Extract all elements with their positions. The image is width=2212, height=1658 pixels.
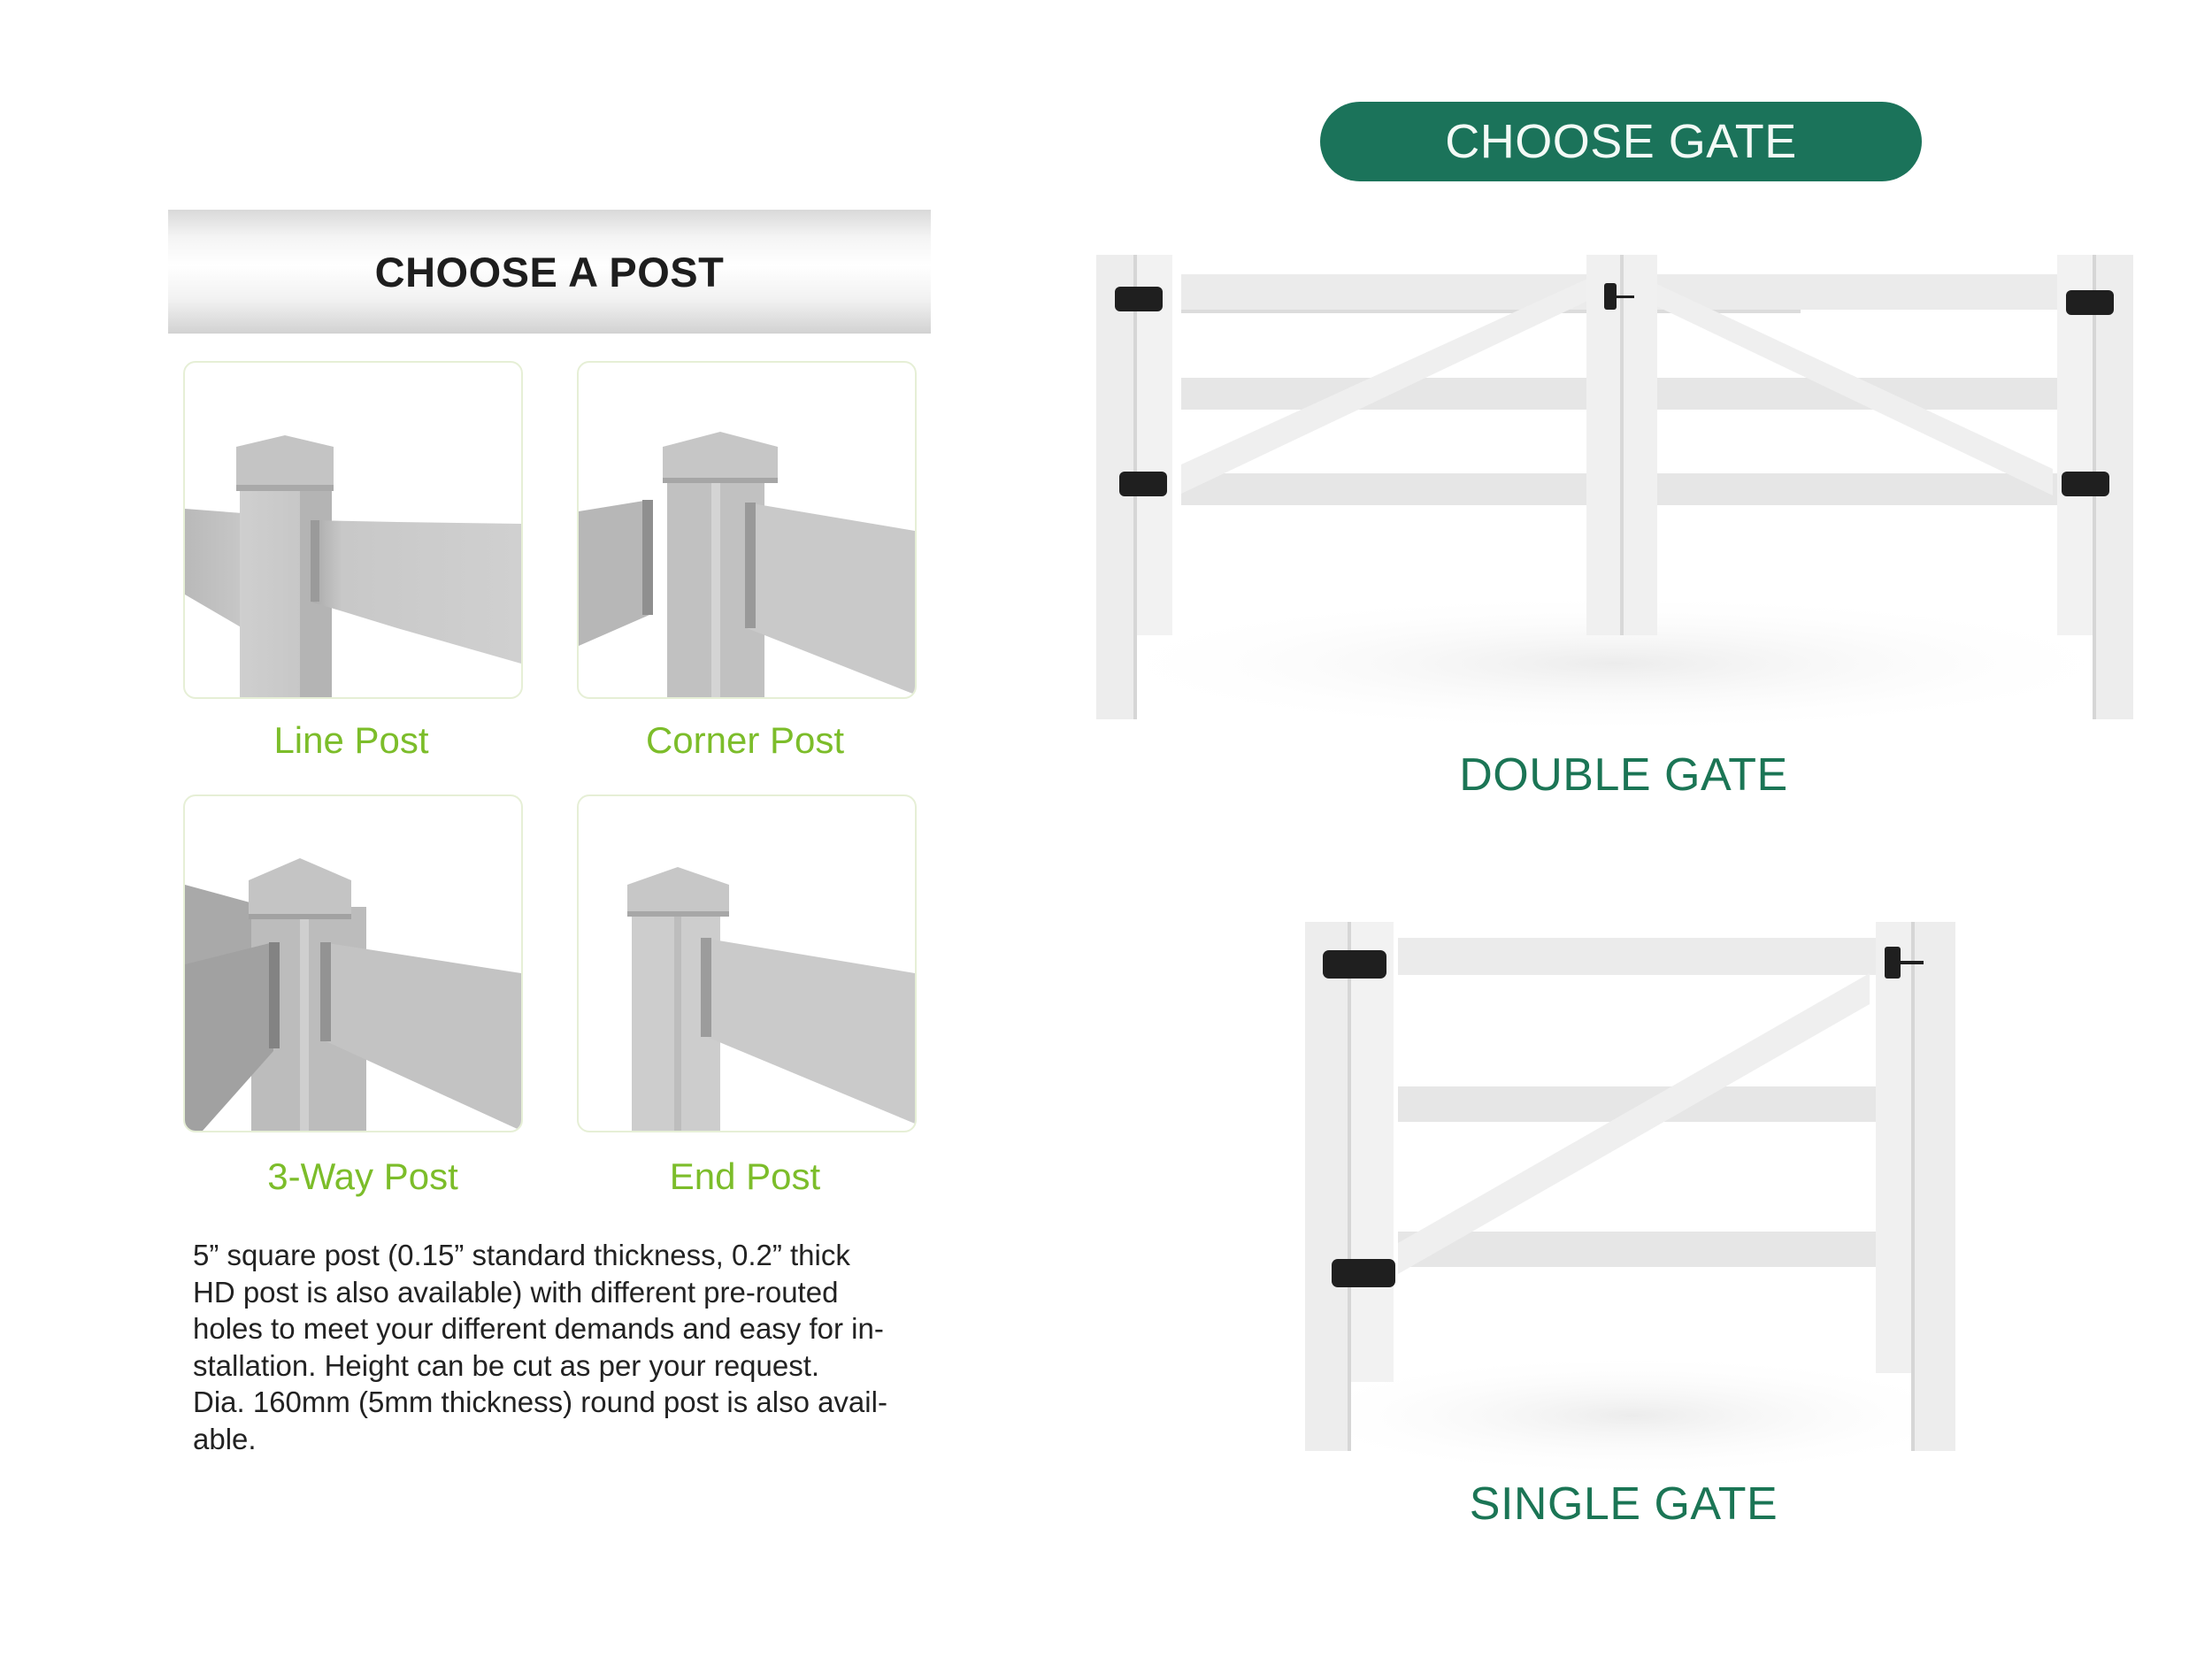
double-gate-card[interactable] bbox=[1093, 248, 2137, 743]
corner-post-card[interactable] bbox=[577, 361, 917, 699]
line-post-image bbox=[185, 435, 521, 697]
choose-gate-header: CHOOSE GATE bbox=[1320, 102, 1922, 181]
double-gate-label[interactable]: DOUBLE GATE bbox=[1459, 749, 1788, 801]
choose-post-title: CHOOSE A POST bbox=[374, 248, 725, 296]
hinge-icon bbox=[1332, 1259, 1395, 1287]
line-post-label[interactable]: Line Post bbox=[273, 719, 429, 761]
description-line: Dia. 160mm (5mm thickness) round post is… bbox=[193, 1386, 887, 1418]
hinge-icon bbox=[1323, 950, 1386, 979]
end-post-card[interactable] bbox=[577, 794, 917, 1132]
description-line: able. bbox=[193, 1422, 257, 1455]
choose-gate-title: CHOOSE GATE bbox=[1445, 115, 1797, 168]
post-description: 5” square post (0.15” standard thickness… bbox=[193, 1237, 954, 1457]
description-line: holes to meet your different demands and… bbox=[193, 1312, 884, 1345]
description-line: stallation. Height can be cut as per you… bbox=[193, 1348, 820, 1382]
description-line: HD post is also available) with differen… bbox=[193, 1275, 839, 1309]
latch-icon bbox=[1885, 947, 1901, 979]
three-way-post-image bbox=[185, 858, 521, 1131]
single-gate-label[interactable]: SINGLE GATE bbox=[1469, 1478, 1778, 1530]
latch-icon bbox=[1604, 283, 1617, 310]
hinge-icon bbox=[2066, 290, 2114, 315]
description-line: 5” square post (0.15” standard thickness… bbox=[193, 1239, 850, 1271]
end-post-image bbox=[627, 867, 915, 1131]
three-way-post-label[interactable]: 3-Way Post bbox=[267, 1155, 458, 1197]
corner-post-label[interactable]: Corner Post bbox=[645, 719, 845, 761]
single-gate-card[interactable] bbox=[1296, 911, 1969, 1478]
hinge-icon bbox=[1115, 287, 1163, 311]
hinge-icon bbox=[1119, 472, 1167, 496]
end-post-label[interactable]: End Post bbox=[669, 1155, 821, 1197]
double-gate-image bbox=[1093, 255, 2137, 734]
hinge-icon bbox=[2062, 472, 2109, 496]
line-post-card[interactable] bbox=[183, 361, 523, 699]
three-way-post-card[interactable] bbox=[183, 794, 523, 1132]
choose-post-header: CHOOSE A POST bbox=[168, 210, 931, 334]
single-gate-image bbox=[1296, 922, 1969, 1478]
corner-post-image bbox=[579, 432, 915, 697]
